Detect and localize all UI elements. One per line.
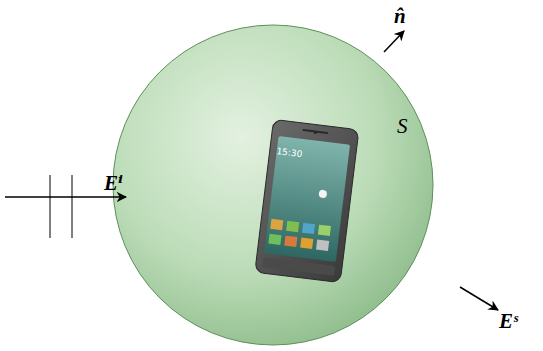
incident-field-label: Eⁱ: [104, 173, 123, 194]
surface-label: S: [397, 116, 408, 137]
scattered-field-label: Eˢ: [499, 311, 518, 332]
incident-arrow: [5, 196, 126, 198]
wavefront-line: [50, 175, 51, 238]
surface-sphere: [113, 25, 433, 345]
normal-arrow: [384, 31, 404, 52]
wavefront-line: [72, 175, 73, 238]
scattered-arrow: [460, 287, 498, 310]
normal-label: n̂: [394, 6, 406, 27]
phone-drawing: [255, 119, 359, 282]
